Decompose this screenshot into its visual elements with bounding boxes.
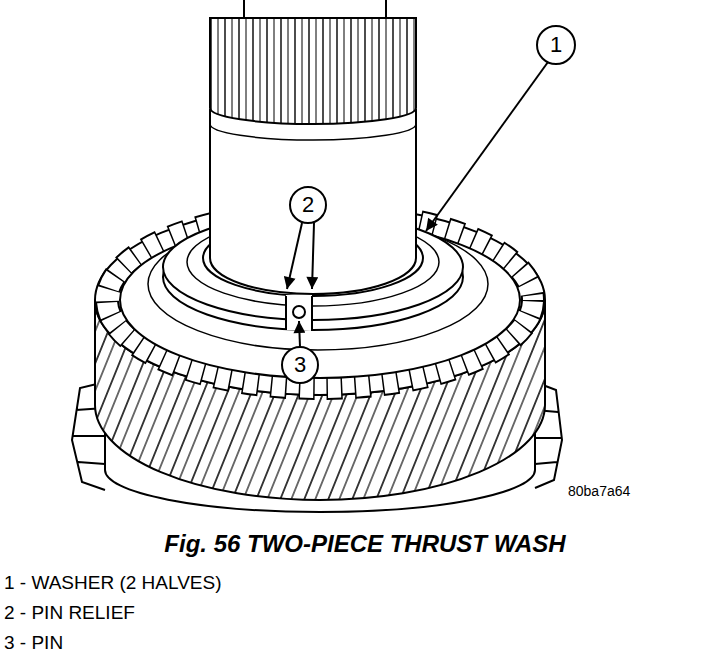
leader-line bbox=[426, 62, 548, 231]
callout-circle bbox=[290, 187, 326, 223]
shaft bbox=[210, 110, 416, 294]
leader-line bbox=[299, 321, 300, 347]
shaft-neck bbox=[244, 0, 386, 18]
shaft-spline-step bbox=[210, 124, 416, 140]
figure-caption: Fig. 56 TWO-PIECE THRUST WASH bbox=[164, 531, 565, 557]
callout-number: 2 bbox=[302, 193, 314, 217]
callout-number: 3 bbox=[294, 353, 306, 377]
legend-line: 2 - PIN RELIEF bbox=[4, 603, 135, 624]
legend-line: 3 - PIN bbox=[4, 633, 63, 654]
callout-circle bbox=[537, 26, 575, 64]
figure-code: 80ba7a64 bbox=[568, 484, 630, 499]
leader-line bbox=[287, 223, 302, 289]
pin bbox=[293, 306, 305, 318]
callout-circle bbox=[282, 347, 318, 383]
legend-line: 1 - WASHER (2 HALVES) bbox=[4, 573, 222, 594]
callout-number: 1 bbox=[550, 33, 562, 57]
leader-line bbox=[312, 223, 314, 289]
shaft-splines bbox=[210, 18, 416, 124]
